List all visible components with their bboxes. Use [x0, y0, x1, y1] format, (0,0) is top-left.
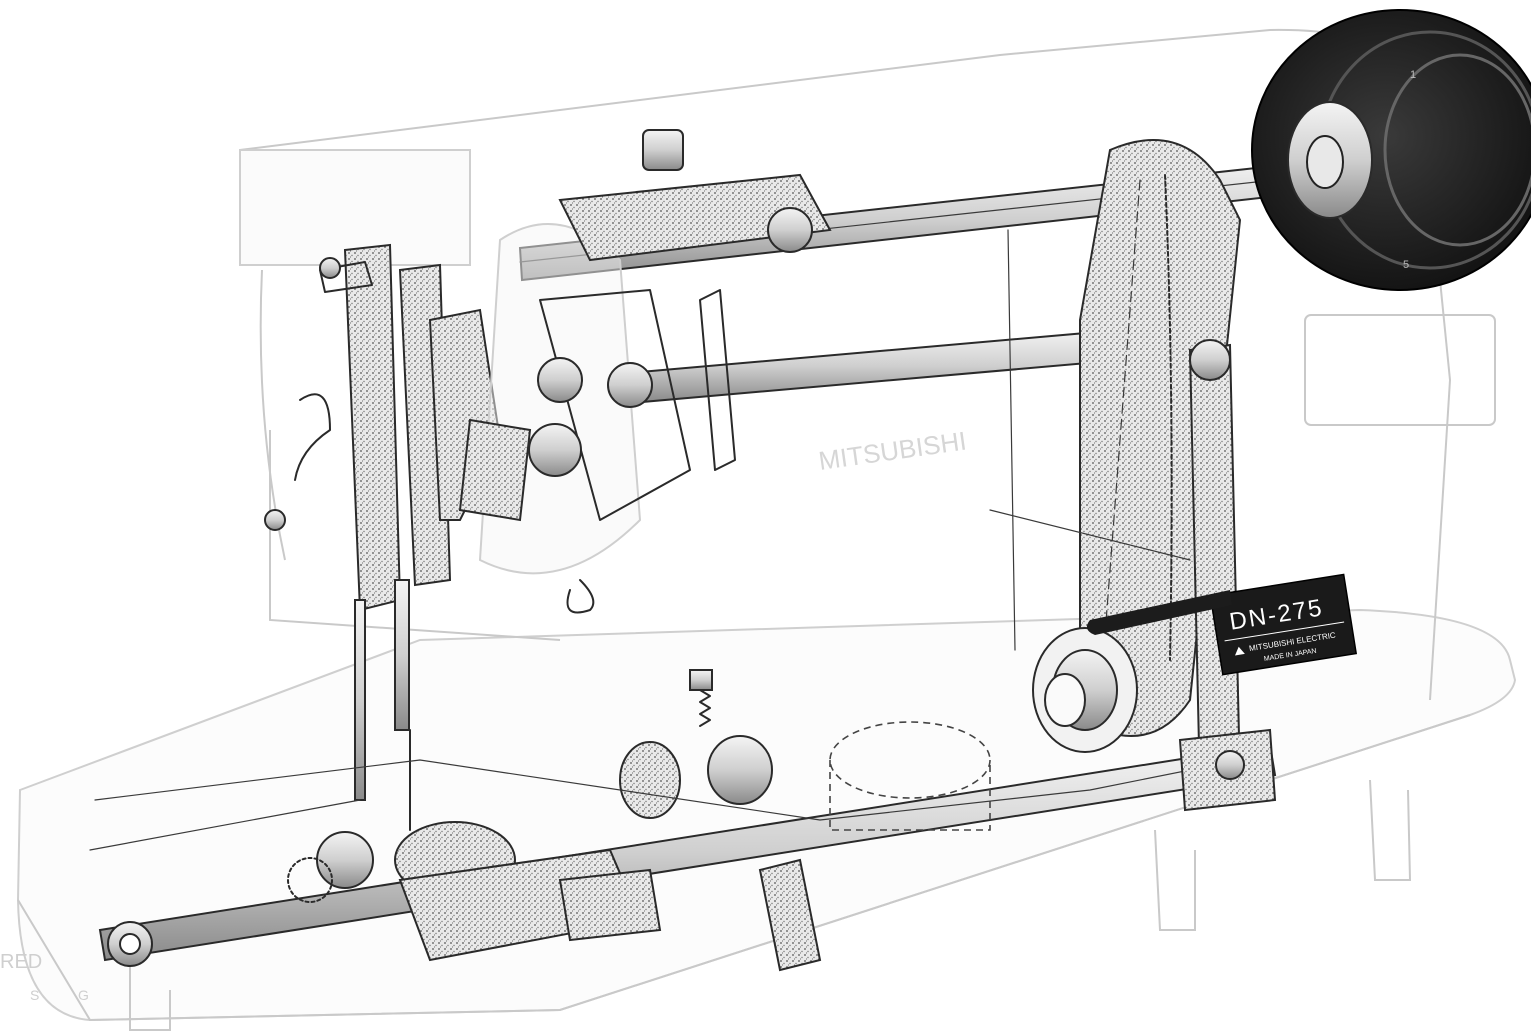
ghost-leg-left — [129, 960, 171, 1031]
lever-rod — [989, 509, 1191, 561]
pulley-mark-1: 1 — [1410, 69, 1416, 81]
ghost-leg-right — [1154, 829, 1196, 931]
ghost-arm-front — [269, 430, 561, 641]
oil-reservoir-top — [829, 721, 991, 799]
black-lever — [1086, 590, 1232, 635]
head-cover-ghost — [239, 149, 471, 266]
wing-lever — [566, 579, 595, 614]
top-frame — [558, 173, 832, 262]
return-spring — [1164, 174, 1173, 661]
lower-belt-pulley — [1032, 627, 1138, 753]
feed-rocker — [558, 868, 662, 942]
connecting-rod — [1007, 229, 1016, 651]
handwheel-pulley: 1 5 — [1251, 9, 1531, 291]
ghost-leg-back — [1369, 779, 1412, 881]
adjust-knob — [264, 509, 286, 531]
needle-bar — [394, 579, 410, 731]
ghost-bed-edge — [17, 714, 1471, 1022]
rear-feed-bracket — [758, 858, 822, 972]
coupling — [619, 735, 773, 819]
nameplate: DN-275 MITSUBISHI ELECTRIC MADE IN JAPAN — [1209, 573, 1358, 676]
presser-bar — [354, 599, 366, 801]
head-screw — [319, 257, 341, 279]
rotary-hook — [316, 831, 374, 889]
needle-bar-head — [239, 149, 502, 831]
maker-logo — [1234, 646, 1245, 656]
oil-line — [94, 759, 1241, 821]
ghost-body-label: MITSUBISHI — [817, 426, 969, 476]
tension-disc-2 — [607, 362, 653, 408]
thread-guide — [294, 393, 331, 481]
head-bracket — [319, 261, 373, 293]
top-knob — [558, 129, 832, 262]
hook-gear — [287, 857, 333, 903]
feed-arm — [699, 289, 736, 471]
tension-disc-1 — [537, 357, 583, 403]
needle-bar-frame — [343, 243, 402, 612]
tension-disc-3 — [528, 423, 582, 477]
rocker-hub-top — [1189, 339, 1231, 381]
tension-assembly — [458, 223, 691, 614]
pulley-bore — [1306, 135, 1344, 189]
feed-cam — [458, 418, 532, 522]
ghost-badge — [1304, 314, 1496, 426]
lower-right-bracket — [1178, 728, 1277, 812]
bearing-housing — [767, 207, 813, 253]
margin-text-s: S — [30, 987, 39, 1003]
ghost-bed — [16, 608, 1517, 1022]
coupling-left — [619, 741, 681, 819]
lower-shaft — [98, 743, 1277, 967]
nameplate-bg — [1209, 573, 1358, 676]
oil-reservoir-body — [829, 760, 991, 831]
coupling-right — [707, 735, 773, 805]
hook-assembly — [287, 821, 662, 962]
mid-shaft — [638, 328, 1124, 404]
knurled-knob — [642, 129, 684, 171]
margin-text-g: G — [78, 987, 89, 1003]
margin-text-red: RED — [0, 951, 42, 973]
spring-assembly — [689, 669, 713, 727]
spring-cap — [689, 669, 713, 691]
oil-line-front — [89, 799, 361, 851]
pulley-mark-5: 5 — [1403, 259, 1409, 271]
